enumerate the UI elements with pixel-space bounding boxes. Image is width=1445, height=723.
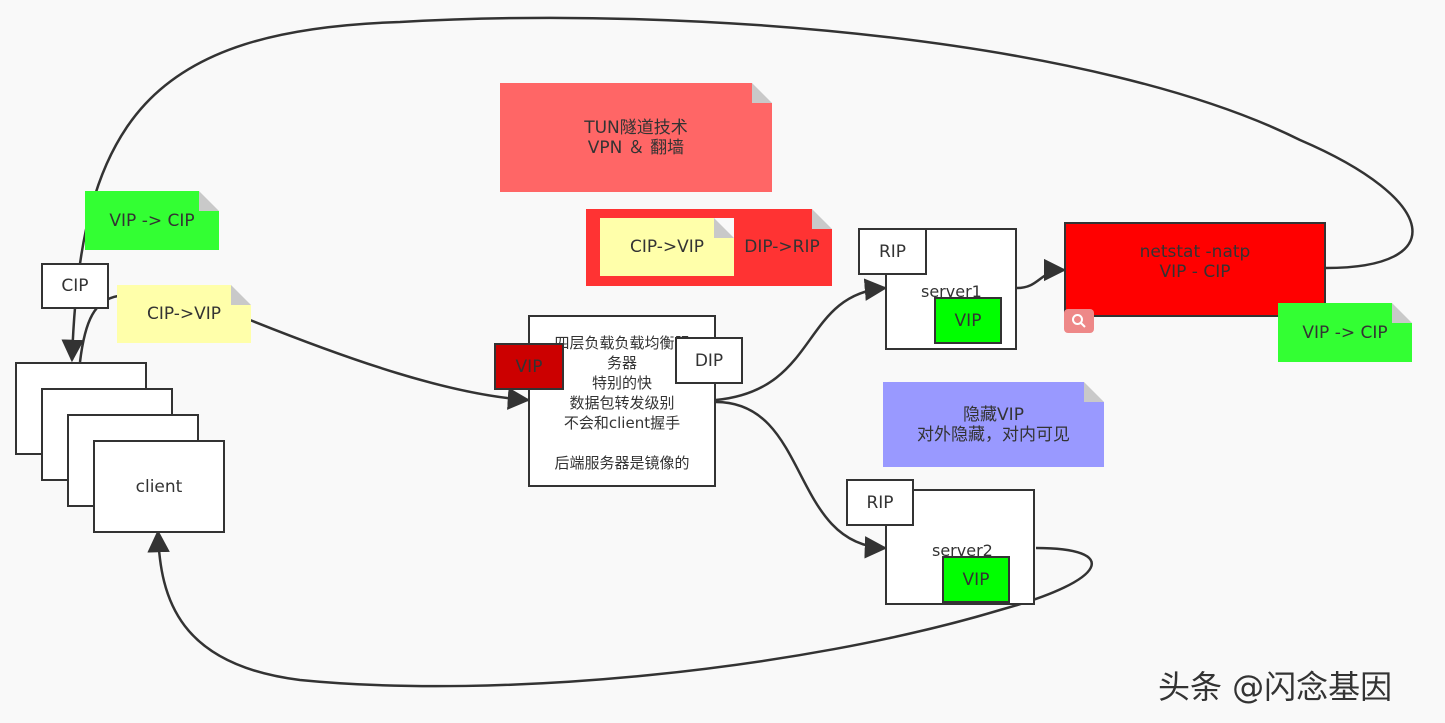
server1-rip-box: RIP — [858, 228, 927, 275]
watermark: 头条 @闪念基因 — [1158, 668, 1393, 706]
tun-note: TUN隧道技术 VPN ＆ 翻墙 — [500, 83, 772, 192]
server1-to-netstat-connector — [1016, 258, 1067, 290]
server1-vip-box: VIP — [934, 297, 1002, 344]
magnifier-glyph — [1072, 314, 1086, 328]
cip-client-connector — [78, 294, 119, 363]
return-loop-connector — [61, 16, 1414, 363]
lb-dip-box: DIP — [675, 337, 743, 384]
netstat-box: netstat -natp VIP - CIP — [1064, 222, 1326, 317]
server2-rip-box: RIP — [846, 479, 914, 526]
vip-to-cip-note-right: VIP -> CIP — [1278, 303, 1412, 362]
vip-to-cip-note-left: VIP -> CIP — [85, 191, 219, 250]
dip-rip-note: CIP->VIP DIP->RIP — [586, 209, 832, 286]
dip-to-rip-label: DIP->RIP — [744, 237, 820, 257]
cip-to-vip-note-left: CIP->VIP — [117, 285, 251, 343]
search-icon[interactable] — [1064, 309, 1094, 333]
server2-to-client-connector — [147, 529, 1093, 688]
client-box: client — [93, 440, 225, 533]
server1-label: server1 — [921, 282, 982, 301]
server2-label: server2 — [932, 541, 993, 560]
hidden-vip-note: 隐藏VIP 对外隐藏，对内可见 — [883, 382, 1104, 467]
lb-to-server2-connector — [715, 400, 888, 559]
lb-to-server1-connector — [715, 278, 888, 402]
cip-box: CIP — [41, 263, 109, 309]
cip-to-vip-inner-note: CIP->VIP — [600, 218, 734, 276]
lb-vip-box: VIP — [494, 343, 564, 390]
server2-vip-box: VIP — [942, 556, 1010, 603]
client-to-lb-connector — [249, 318, 531, 410]
